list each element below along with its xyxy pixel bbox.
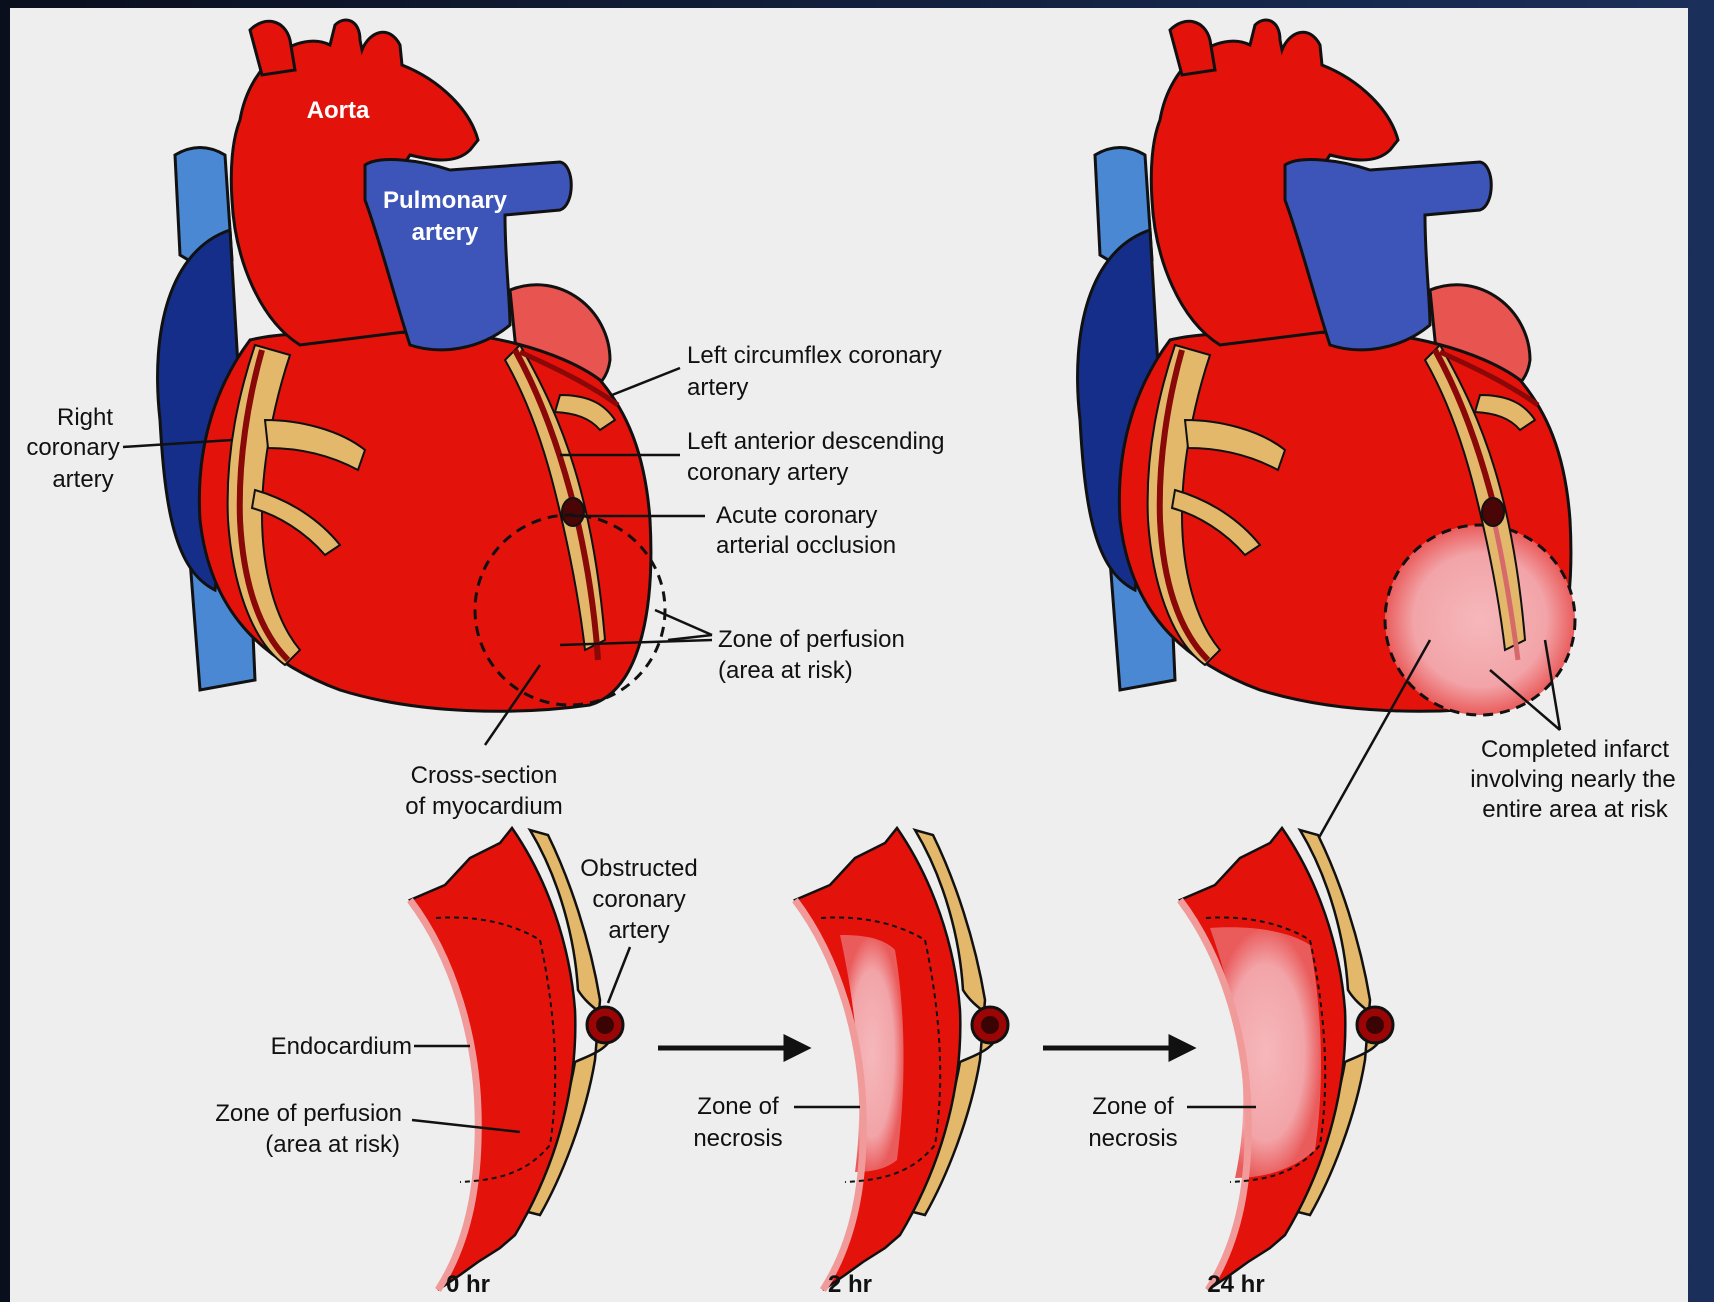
cross-section-label-1: Cross-section: [411, 762, 558, 789]
zone-label-1: Zone of perfusion: [718, 626, 905, 653]
obstructed-artery-lumen: [1366, 1016, 1384, 1034]
endocardium-label: Endocardium: [271, 1033, 412, 1060]
occlusion-right: [1482, 498, 1504, 526]
zp-label-2: (area at risk): [265, 1131, 400, 1158]
obstructed-artery-lumen: [596, 1016, 614, 1034]
obstructed-label-2: coronary: [592, 886, 685, 913]
time-0hr: 0 hr: [446, 1271, 490, 1298]
obstructed-label-1: Obstructed: [580, 855, 697, 882]
rca-label-2: coronary: [26, 434, 119, 461]
occlusion-label-2: arterial occlusion: [716, 532, 896, 559]
cross-section-label-2: of myocardium: [405, 793, 562, 820]
necrosis-b-label-1: Zone of: [1092, 1093, 1174, 1120]
infarct-label-2: involving nearly the: [1470, 766, 1675, 793]
infarct-label-3: entire area at risk: [1482, 796, 1668, 823]
obstructed-label-3: artery: [608, 917, 669, 944]
rca-label-3: artery: [52, 466, 113, 493]
label-aorta: Aorta: [307, 97, 370, 124]
occlusion-left: [562, 498, 584, 526]
zone-label-2: (area at risk): [718, 657, 853, 684]
lcx-label-2: artery: [687, 374, 748, 401]
zp-label-1: Zone of perfusion: [215, 1100, 402, 1127]
rca-label-1: Right: [57, 404, 113, 431]
lad-label-1: Left anterior descending: [687, 428, 945, 455]
infarct-label-1: Completed infarct: [1481, 736, 1669, 763]
time-24hr: 24 hr: [1207, 1271, 1264, 1298]
lcx-label-1: Left circumflex coronary: [687, 342, 942, 369]
completed-infarct: [1385, 525, 1575, 715]
necrosis-b-label-2: necrosis: [1088, 1125, 1177, 1152]
necrosis-a-label-2: necrosis: [693, 1125, 782, 1152]
lad-label-2: coronary artery: [687, 459, 848, 486]
label-pulmonary-1: Pulmonary: [383, 187, 508, 214]
necrosis-a-label-1: Zone of: [697, 1093, 779, 1120]
obstructed-artery-lumen: [981, 1016, 999, 1034]
time-2hr: 2 hr: [828, 1271, 872, 1298]
label-pulmonary-2: artery: [412, 219, 479, 246]
occlusion-label-1: Acute coronary: [716, 502, 877, 529]
